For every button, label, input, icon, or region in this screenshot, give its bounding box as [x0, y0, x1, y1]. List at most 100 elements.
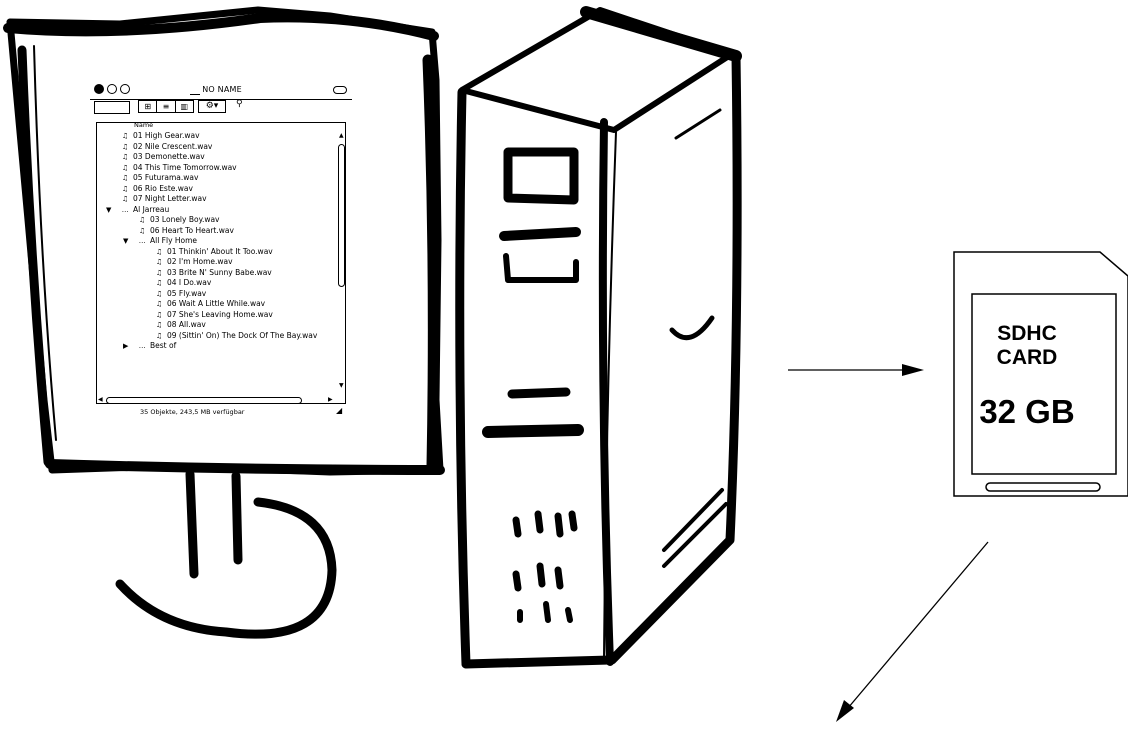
disclosure-triangle-icon[interactable]: ▼: [106, 205, 111, 216]
folder-row[interactable]: ▼ … Al Jarreau: [96, 205, 336, 216]
tower-side-vent-3: [664, 490, 722, 550]
file-name-label: 06 Rio Este.wav: [133, 184, 193, 195]
scroll-right-arrow[interactable]: ▶: [328, 396, 333, 403]
file-row[interactable]: ♫05 Fly.wav: [96, 289, 336, 300]
tower-side-vent-1: [676, 110, 720, 138]
file-row[interactable]: ♫ 06 Wait A Little While.wav: [96, 299, 336, 310]
status-bar-text: 35 Objekte, 243,5 MB verfügbar: [140, 408, 244, 416]
tower-port-1: [516, 514, 574, 534]
stand-neck-left: [190, 474, 194, 574]
file-row[interactable]: ♫ 04 This Time Tomorrow.wav: [96, 163, 336, 174]
resize-grip-icon[interactable]: ◢: [336, 406, 342, 415]
file-name-label: 04 I Do.wav: [167, 278, 211, 289]
file-row[interactable]: ♫ 06 Rio Este.wav: [96, 184, 336, 195]
finder-window: NO NAME ⊞ ≡ ▥ ⚙▾ ⚲ Name ♫01 High Gear.wa…: [90, 84, 352, 420]
music-note-icon: ♫: [122, 152, 128, 163]
file-name-label: 05 Fly.wav: [167, 289, 206, 300]
arrow-from-card: [836, 542, 988, 722]
music-note-icon: ♫: [139, 226, 145, 237]
tower-button: [512, 392, 566, 394]
file-row[interactable]: ♫ 07 Night Letter.wav: [96, 194, 336, 205]
file-name-label: 01 Thinkin' About It Too.wav: [167, 247, 273, 258]
file-row[interactable]: ♫02 Nile Crescent.wav: [96, 142, 336, 153]
arrow-from-card-line: [848, 542, 988, 708]
window-title-text: NO NAME: [202, 85, 242, 94]
file-row[interactable]: ♫ 03 Brite N' Sunny Babe.wav: [96, 268, 336, 279]
file-row[interactable]: ♫ 09 (Sittin' On) The Dock Of The Bay.wav: [96, 331, 336, 342]
music-note-icon: ♫: [122, 194, 128, 205]
scroll-down-arrow[interactable]: ▼: [339, 382, 344, 389]
file-name-label: 04 This Time Tomorrow.wav: [133, 163, 237, 174]
tower-side-back: [612, 56, 737, 660]
file-name-label: 03 Brite N' Sunny Babe.wav: [167, 268, 272, 279]
search-icon[interactable]: ⚲: [236, 99, 243, 109]
file-name-label: 09 (Sittin' On) The Dock Of The Bay.wav: [167, 331, 317, 342]
close-button[interactable]: [94, 84, 104, 94]
tower-pc: [460, 10, 737, 664]
file-name-label: 02 I'm Home.wav: [167, 257, 233, 268]
vertical-scrollbar-thumb[interactable]: [338, 144, 345, 287]
music-note-icon: ♫: [156, 247, 162, 258]
tower-front-left: [460, 92, 466, 664]
view-mode-group: ⊞ ≡ ▥: [138, 100, 194, 113]
sd-card-capacity: 32 GB: [944, 394, 1110, 430]
tower-side-vent-2: [672, 318, 712, 338]
file-row[interactable]: ♫05 Futurama.wav: [96, 173, 336, 184]
music-note-icon: ♫: [156, 310, 162, 321]
scroll-up-arrow[interactable]: ▲: [339, 132, 344, 139]
file-row[interactable]: ♫04 I Do.wav: [96, 278, 336, 289]
file-row[interactable]: ♫01 High Gear.wav: [96, 131, 336, 142]
action-menu-button[interactable]: ⚙▾: [198, 100, 226, 113]
arrow-to-card-head: [902, 364, 924, 376]
horizontal-scrollbar-thumb[interactable]: [106, 397, 302, 404]
file-name-label: Al Jarreau: [133, 205, 169, 216]
file-row[interactable]: ♫ 03 Lonely Boy.wav: [96, 215, 336, 226]
column-view-button[interactable]: ▥: [176, 101, 193, 112]
monitor-left-edge: [22, 50, 48, 462]
monitor-stand: [120, 474, 332, 634]
monitor-right-edge: [428, 60, 433, 466]
file-name-label: 07 Night Letter.wav: [133, 194, 207, 205]
tower-port-2: [516, 566, 560, 588]
scroll-left-arrow[interactable]: ◀: [98, 396, 103, 403]
disclosure-triangle-icon[interactable]: ▼: [123, 236, 128, 247]
folder-icon: …: [122, 205, 129, 216]
stand-foot: [120, 502, 332, 634]
folder-icon: …: [139, 341, 146, 352]
disclosure-triangle-icon[interactable]: ▶: [123, 341, 128, 352]
file-row[interactable]: ♫08 All.wav: [96, 320, 336, 331]
file-row[interactable]: ♫ 01 Thinkin' About It Too.wav: [96, 247, 336, 258]
icon-view-button[interactable]: ⊞: [139, 101, 157, 112]
tower-bay-2: [504, 232, 576, 236]
folder-row[interactable]: ▼…All Fly Home: [96, 236, 336, 247]
music-note-icon: ♫: [156, 331, 162, 342]
file-list: ♫01 High Gear.wav♫02 Nile Crescent.wav♫0…: [96, 131, 336, 352]
monitor-bottom-edge: [50, 464, 440, 470]
file-row[interactable]: ♫03 Demonette.wav: [96, 152, 336, 163]
toolbar-toggle-button[interactable]: [333, 86, 347, 94]
name-column-header[interactable]: Name: [134, 121, 153, 129]
music-note-icon: ♫: [139, 215, 145, 226]
file-row[interactable]: ♫02 I'm Home.wav: [96, 257, 336, 268]
minimize-button[interactable]: [107, 84, 117, 94]
file-name-label: All Fly Home: [150, 236, 197, 247]
list-view-button[interactable]: ≡: [157, 101, 175, 112]
tower-top-highlight: [586, 12, 736, 56]
file-name-label: 03 Lonely Boy.wav: [150, 215, 220, 226]
sd-card-type-line1: SDHC: [944, 322, 1110, 346]
music-note-icon: ♫: [122, 163, 128, 174]
music-note-icon: ♫: [122, 173, 128, 184]
file-name-label: 06 Wait A Little While.wav: [167, 299, 265, 310]
back-forward-button[interactable]: [94, 101, 130, 114]
tower-bay-3: [506, 256, 576, 280]
file-name-label: Best of: [150, 341, 176, 352]
tower-bottom: [466, 660, 610, 664]
zoom-button[interactable]: [120, 84, 130, 94]
music-note-icon: ♫: [122, 131, 128, 142]
file-row[interactable]: ♫07 She's Leaving Home.wav: [96, 310, 336, 321]
music-note-icon: ♫: [156, 299, 162, 310]
folder-row[interactable]: ▶ … Best of: [96, 341, 336, 352]
music-note-icon: ♫: [156, 268, 162, 279]
file-row[interactable]: ♫06 Heart To Heart.wav: [96, 226, 336, 237]
music-note-icon: ♫: [122, 184, 128, 195]
